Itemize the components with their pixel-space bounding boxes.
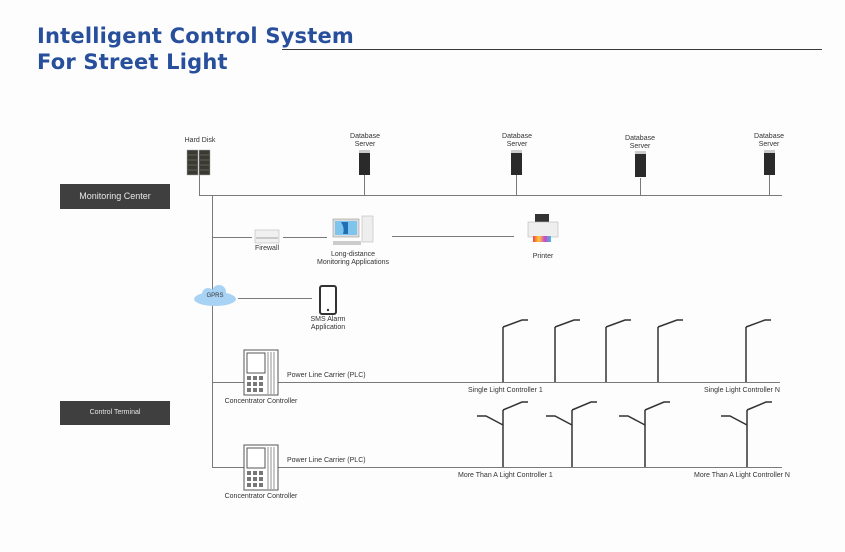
plc-line-1	[212, 382, 780, 383]
control-terminal-box: Control Terminal	[60, 401, 170, 425]
db1-connector	[364, 175, 365, 195]
monitoring-app-line2: Monitoring Applications	[317, 259, 389, 266]
printer-line	[392, 236, 514, 237]
sms-line1: SMS Alarm	[310, 316, 346, 323]
printer-icon	[527, 214, 559, 242]
db2-connector	[516, 175, 517, 195]
concentrator-controller-icon-2	[243, 444, 279, 491]
database-server-icon-1	[359, 150, 370, 175]
multi-controller-last-label: More Than A Light Controller N	[694, 472, 790, 479]
smartphone-icon	[319, 285, 337, 315]
title-line-1: Intelligent Control System	[37, 24, 355, 48]
concentrator-label-1: Concentrator Controller	[224, 398, 298, 405]
monitoring-center-box: Monitoring Center	[60, 184, 170, 209]
single-controller-last-label: Single Light Controller N	[704, 387, 780, 394]
main-bus-line	[199, 195, 782, 196]
db4-connector	[769, 175, 770, 195]
db3-connector	[640, 178, 641, 195]
monitoring-app-line1: Long-distance	[331, 251, 375, 258]
street-light-single-3	[605, 319, 631, 382]
street-light-single-n	[745, 319, 771, 382]
db-label-line2: Server	[758, 141, 780, 148]
sms-line	[238, 298, 312, 299]
concentrator-controller-icon-1	[243, 349, 279, 396]
street-light-single-1	[502, 319, 528, 382]
db-label-line2: Server	[629, 143, 651, 150]
db-label-line2: Server	[354, 141, 376, 148]
firewall-label: Firewall	[254, 245, 280, 252]
gprs-label: GPRS	[206, 293, 224, 299]
plc-label-2: Power Line Carrier (PLC)	[287, 457, 366, 464]
firewall-line-right	[283, 237, 327, 238]
db-label-line1: Database	[754, 133, 784, 140]
street-light-double-n	[721, 401, 772, 467]
plc-label-1: Power Line Carrier (PLC)	[287, 372, 366, 379]
single-controller-first-label: Single Light Controller 1	[468, 387, 543, 394]
db-label-line1: Database	[350, 133, 380, 140]
db-label-line1: Database	[625, 135, 655, 142]
title-line-2: For Street Light	[37, 50, 228, 74]
db-label-line1: Database	[502, 133, 532, 140]
computer-icon	[332, 215, 374, 245]
printer-label: Printer	[532, 253, 554, 260]
database-server-icon-2	[511, 150, 522, 175]
multi-controller-first-label: More Than A Light Controller 1	[458, 472, 553, 479]
concentrator-label-2: Concentrator Controller	[224, 493, 298, 500]
database-server-icon-4	[764, 150, 775, 175]
hard-disk-connector	[199, 175, 200, 195]
database-server-icon-3	[635, 151, 646, 177]
street-light-single-2	[554, 319, 580, 382]
title-rule	[282, 49, 822, 50]
db-label-line2: Server	[506, 141, 528, 148]
firewall-line-left	[212, 237, 252, 238]
gprs-cloud-icon	[194, 285, 236, 306]
street-light-double-3	[619, 401, 670, 467]
hard-disk-label: Hard Disk	[184, 137, 216, 144]
street-light-double-2	[546, 401, 597, 467]
sms-line2: Application	[310, 324, 346, 331]
hard-disk-icon	[186, 149, 211, 176]
plc-line-2	[212, 467, 782, 468]
trunk-line	[212, 195, 213, 468]
firewall-icon	[254, 229, 280, 244]
street-light-single-4	[657, 319, 683, 382]
street-light-double-1	[477, 401, 528, 467]
